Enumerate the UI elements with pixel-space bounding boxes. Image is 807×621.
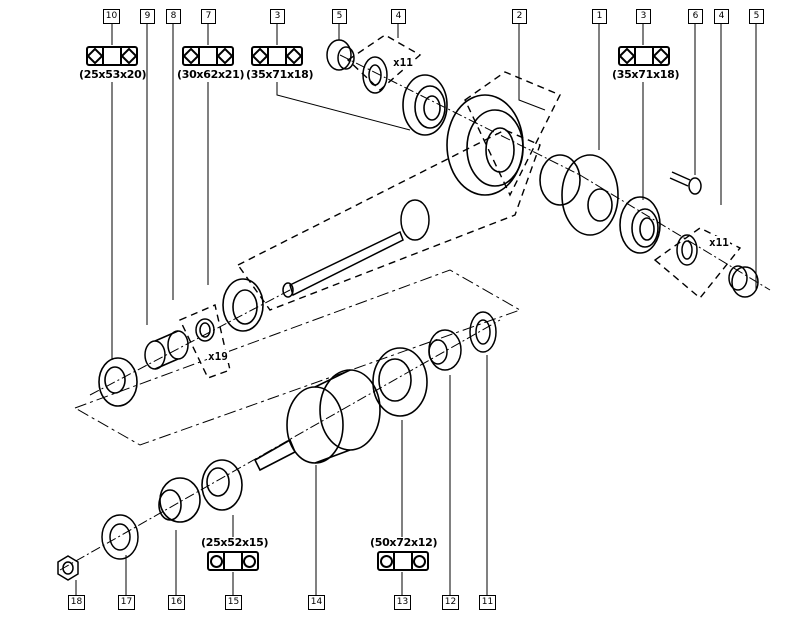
callout-4-left[interactable]: 4 [391, 9, 406, 24]
tapered-roller-bearing-icon [182, 46, 234, 66]
part-10-pinion-rear-bearing [98, 357, 138, 407]
callout-4-right[interactable]: 4 [714, 9, 729, 24]
part-3-bearing-right [619, 196, 661, 254]
bearing-spec-10: (25x53x20) [79, 68, 147, 81]
part-pinion-shaft [282, 199, 430, 298]
tapered-roller-bearing-icon [251, 46, 303, 66]
bearing-spec-3-left: (35x71x18) [246, 68, 314, 81]
quantity-shim-right: x11 [708, 236, 730, 249]
part-9-spacer [144, 330, 189, 370]
callout-5-right[interactable]: 5 [749, 9, 764, 24]
callout-12[interactable]: 12 [442, 595, 459, 610]
callout-2[interactable]: 2 [512, 9, 527, 24]
callout-3-left[interactable]: 3 [270, 9, 285, 24]
callout-9[interactable]: 9 [140, 9, 155, 24]
bearing-spec-13: (50x72x12) [370, 536, 438, 549]
part-17-retainer [101, 514, 139, 560]
part-2-crown-wheel [446, 94, 524, 196]
group-outline-lower [73, 269, 522, 446]
callout-14[interactable]: 14 [308, 595, 325, 610]
ball-bearing-icon [377, 551, 429, 571]
callout-6[interactable]: 6 [688, 9, 703, 24]
callout-1[interactable]: 1 [592, 9, 607, 24]
part-16-hub [158, 477, 201, 523]
callout-10[interactable]: 10 [103, 9, 120, 24]
quantity-shim-left: x11 [392, 56, 414, 69]
callout-5-left[interactable]: 5 [332, 9, 347, 24]
part-12-synchro-ring [428, 329, 462, 371]
part-5-adjusting-nut-right [728, 265, 759, 298]
callout-8[interactable]: 8 [166, 9, 181, 24]
callout-13[interactable]: 13 [394, 595, 411, 610]
callout-11[interactable]: 11 [479, 595, 496, 610]
callout-18[interactable]: 18 [68, 595, 85, 610]
part-11-washer [469, 311, 497, 353]
callout-15[interactable]: 15 [225, 595, 242, 610]
part-4-shim-left [362, 56, 388, 94]
callout-3-right[interactable]: 3 [636, 9, 651, 24]
callout-7[interactable]: 7 [201, 9, 216, 24]
tapered-roller-bearing-icon [86, 46, 138, 66]
part-1-differential-case [539, 154, 619, 236]
part-14-gear-cluster [253, 369, 381, 472]
bearing-spec-7: (30x62x21) [177, 68, 245, 81]
part-3-bearing-left [402, 74, 448, 136]
bearing-spec-15: (25x52x15) [201, 536, 269, 549]
part-5-adjusting-nut-left [326, 39, 355, 71]
part-8-pinion-shim [195, 318, 215, 342]
callout-16[interactable]: 16 [168, 595, 185, 610]
part-7-pinion-bearing [222, 278, 264, 332]
part-6-bolt [669, 171, 702, 195]
part-13-ball-bearing [372, 347, 428, 417]
bearing-spec-3-right: (35x71x18) [612, 68, 680, 81]
part-18-nut [57, 555, 79, 581]
part-15-ball-bearing [201, 459, 243, 511]
leader-lines [75, 24, 757, 595]
group-outlines [179, 34, 742, 379]
ball-bearing-icon [207, 551, 259, 571]
callout-17[interactable]: 17 [118, 595, 135, 610]
quantity-shim-pinion: x19 [207, 350, 229, 363]
part-4-shim-right [676, 234, 698, 266]
tapered-roller-bearing-icon [618, 46, 670, 66]
